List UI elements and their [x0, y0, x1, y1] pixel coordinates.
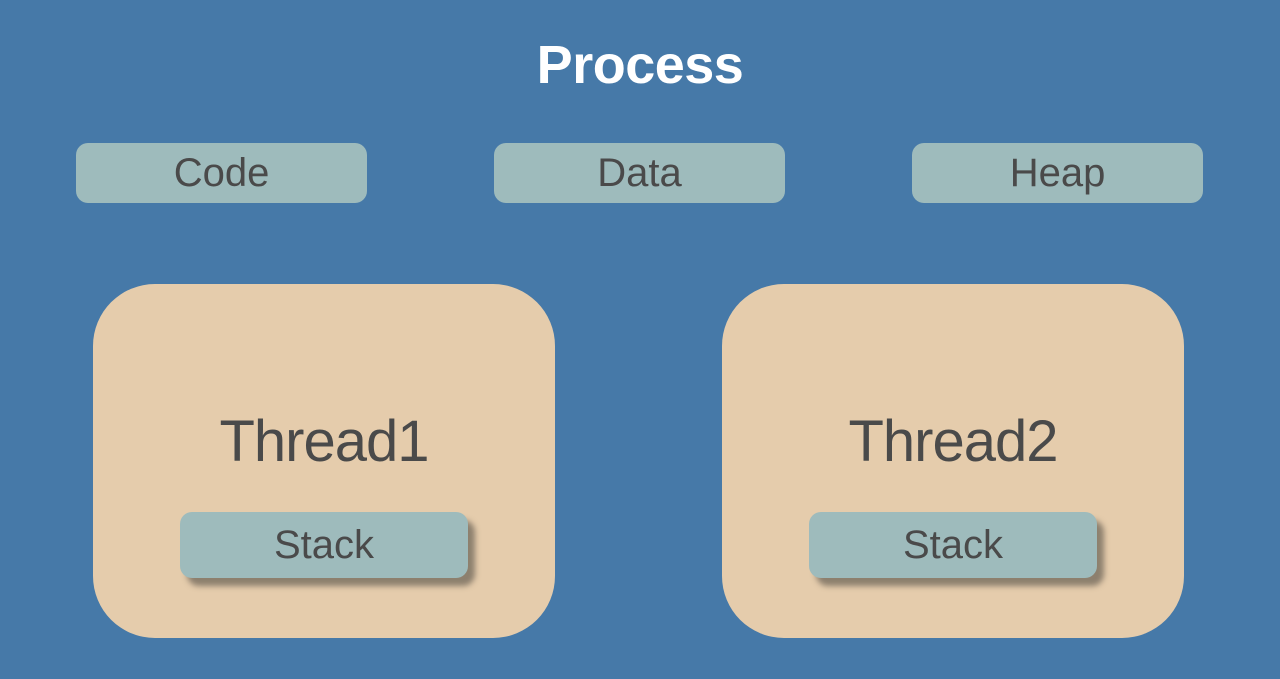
data-segment-box: Data	[494, 143, 785, 203]
thread1-stack-label: Stack	[273, 522, 375, 567]
heap-segment-box: Heap	[912, 143, 1203, 203]
process-title: Process	[536, 35, 744, 95]
thread2-stack-label: Stack	[902, 522, 1004, 567]
code-segment-box: Code	[76, 143, 367, 203]
data-segment-label: Data	[597, 150, 682, 195]
thread2-stack-box: Stack	[809, 512, 1097, 578]
thread1-stack-box: Stack	[180, 512, 468, 578]
code-segment-label: Code	[173, 150, 270, 195]
thread1-label: Thread1	[219, 409, 429, 474]
thread1-box: Thread1 Stack	[93, 284, 555, 638]
heap-segment-label: Heap	[1009, 150, 1106, 195]
thread2-box: Thread2 Stack	[722, 284, 1184, 638]
thread2-label: Thread2	[848, 409, 1058, 474]
